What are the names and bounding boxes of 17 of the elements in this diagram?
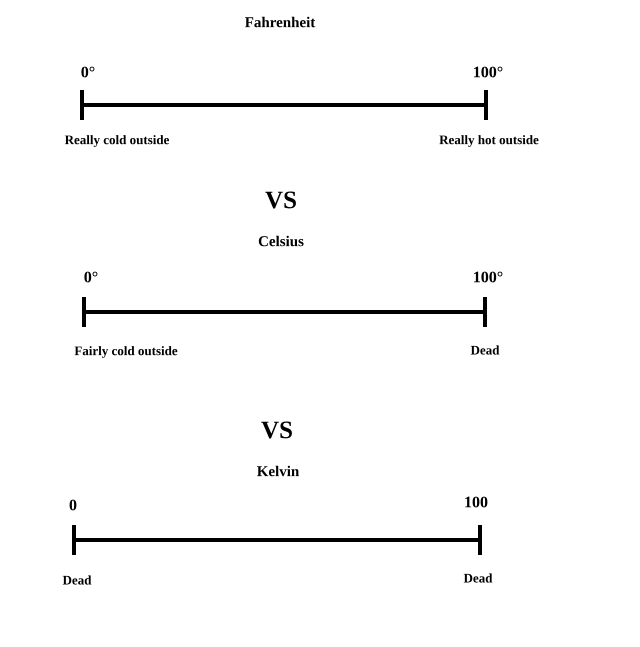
tick-label: 0° — [81, 66, 94, 78]
tick-label: 0 — [70, 500, 76, 510]
description-label: Dead — [464, 573, 492, 583]
scale-heading: Fahrenheit — [244, 16, 316, 28]
description-label: Dead — [470, 345, 500, 355]
description-label: Really hot outside — [439, 135, 538, 147]
tick-label: 0° — [84, 272, 98, 282]
tick-label: 100° — [474, 272, 502, 282]
description-label: Fairly cold outside — [74, 346, 178, 358]
vs-text: VS — [261, 422, 292, 438]
vs-text: VS — [265, 192, 296, 208]
scale-heading: Kelvin — [257, 466, 300, 476]
tick-label: 100° — [474, 66, 502, 78]
tick-label: 100 — [465, 496, 488, 508]
scale-heading: Celsius — [258, 236, 304, 246]
description-label: Really cold outside — [64, 135, 170, 147]
description-label: Dead — [62, 575, 92, 585]
